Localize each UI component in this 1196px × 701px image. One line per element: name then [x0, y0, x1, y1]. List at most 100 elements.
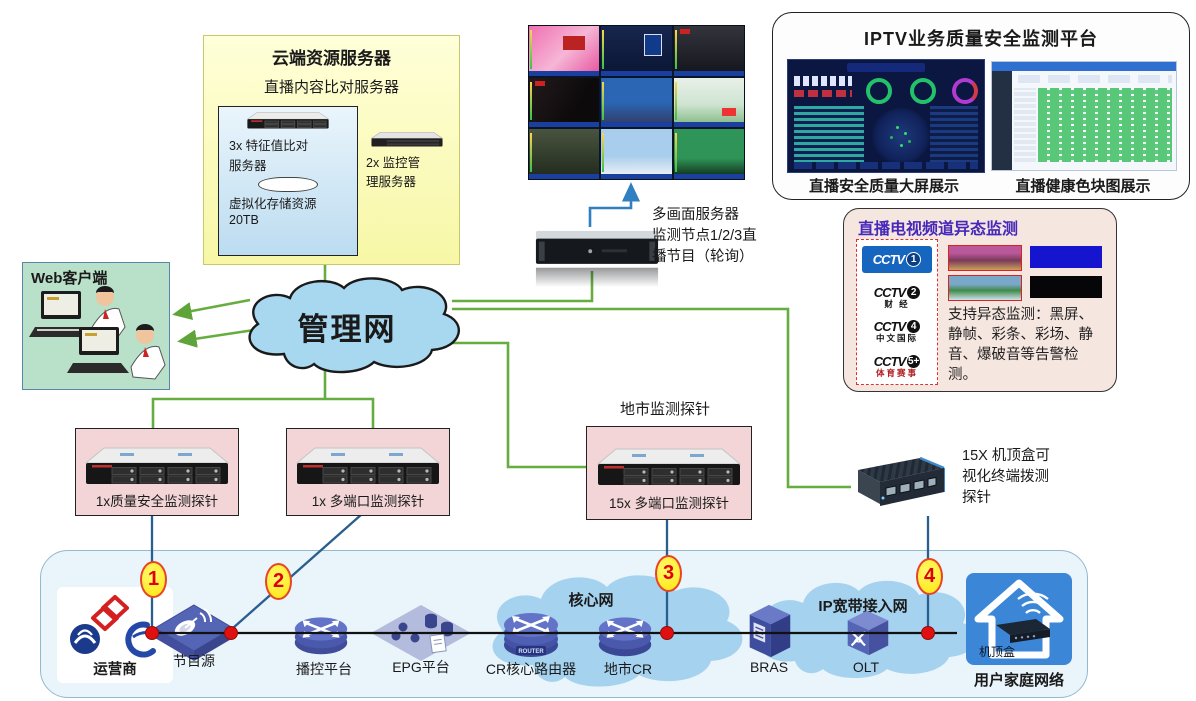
olt-icon [847, 610, 889, 656]
fanless-box-image [858, 456, 945, 506]
cloud-resource-server-box: 云端资源服务器 直播内容比对服务器 3x 特征值比对 服务器 虚拟化存储资源 2… [203, 35, 460, 265]
multiviewer-tv-wall [528, 25, 745, 180]
stb-dialtest-probe-device [850, 450, 950, 516]
bras-icon [749, 604, 791, 658]
cctv-subname: 财 经 [884, 298, 910, 309]
city-probe-label: 地市监测探针 [619, 401, 710, 418]
china-telecom-logo [125, 621, 156, 658]
2u-server-image [535, 230, 659, 288]
label-broadcast-platform: 播控平台 [296, 661, 352, 677]
tv-cell [529, 26, 600, 76]
compare-server-subtitle: 直播内容比对服务器 [263, 79, 399, 96]
health-colorblock-screenshot [991, 61, 1177, 171]
cctv-brand: CCTV [873, 354, 906, 370]
caption-line: 监测节点1/2/3直 [652, 228, 757, 244]
node-city-cr [593, 601, 657, 666]
feature-server-label-line2: 服务器 [229, 159, 267, 173]
wifi-icon [1017, 592, 1049, 614]
probe2-label: 1x 多端口监测探针 [311, 494, 425, 509]
anomaly-description: 支持异态监测：黑屏、静帧、彩条、彩场、静音、爆破音等告警检测。 [948, 307, 1093, 383]
rack-server-icon [370, 132, 444, 147]
marker-number: 4 [923, 565, 936, 587]
service-network-container: 核心网 IP宽带接入网 运营商 [40, 550, 1088, 698]
probe1-label: 1x质量安全监测探针 [95, 494, 219, 509]
sample-frame-sport1 [948, 245, 1022, 271]
probe-server-image [295, 447, 441, 484]
web-client-box: Web客户端 [22, 262, 170, 390]
kpi-ring [866, 78, 892, 104]
tv-cell [601, 129, 672, 179]
tap-marker-4: 4 [916, 558, 943, 595]
multiscreen-server-caption: 多画面服务器 监测节点1/2/3直 播节目（轮询） [652, 205, 802, 268]
caption-line: 播节目（轮询） [652, 249, 754, 265]
caption-line: 多画面服务器 [652, 207, 739, 223]
cctv-brand: CCTV [872, 252, 905, 268]
caption-colorblock: 直播健康色块图展示 [1015, 178, 1151, 195]
node-bras [741, 599, 797, 668]
tv-cell [529, 129, 600, 179]
iptv-platform-box: IPTV业务质量安全监测平台 直播安全质量大屏展示 直播健康色块图展示 [772, 12, 1190, 200]
epg-platform-icon [371, 605, 471, 661]
monitor-server-label-line2: 理服务器 [366, 175, 417, 189]
green-health-grid [1038, 88, 1172, 162]
label-city-cr: 地市CR [603, 661, 653, 677]
tv-cell [673, 77, 744, 128]
stb-probe-caption: 15X 机顶盒可 视化终端拨测 探针 [962, 446, 1092, 509]
cctv-brand: CCTV [873, 284, 906, 300]
caption-line: 探针 [962, 490, 991, 506]
core-router-icon: ROUTER [504, 613, 558, 657]
home-blue-tile [966, 573, 1072, 665]
tv-cell [601, 77, 672, 128]
caption-line: 视化终端拨测 [962, 469, 1049, 485]
storage-label-line2: 20TB [229, 213, 259, 227]
monitor-server-label-line1: 2x 监控管 [366, 156, 421, 170]
workstation-2 [67, 324, 166, 380]
cctv-subname: 中文国际 [875, 333, 918, 344]
marker-number: 3 [662, 562, 675, 584]
label-olt: OLT [852, 659, 880, 675]
router-icon [598, 617, 652, 657]
cctv-number: 4 [907, 320, 921, 334]
probe3-label: 15x 多端口监测探针 [608, 496, 730, 511]
storage-label-line1: 虚拟化存储资源 [229, 197, 317, 211]
anomaly-title: 直播电视频道异态监测 [858, 221, 1019, 238]
operator-label: 运营商 [93, 662, 137, 678]
china-unicom-logo [91, 595, 129, 631]
tap-marker-2: 2 [265, 563, 292, 600]
marker-number: 1 [147, 568, 160, 590]
probe-server-image [596, 448, 742, 485]
cctv-number: 5+ [907, 355, 921, 369]
anomaly-sample-frames [948, 245, 1104, 301]
probe-box-quality: 1x质量安全监测探针 [75, 428, 239, 516]
sample-blue-screen [1030, 246, 1102, 268]
kpi-ring [952, 78, 978, 104]
mgmt-cloud-label: 管理网 [297, 312, 397, 347]
probe-box-multiport-15x: 15x 多端口监测探针 [586, 426, 752, 520]
router-chip-text: ROUTER [518, 649, 544, 655]
feature-server-label-line1: 3x 特征值比对 [229, 139, 309, 153]
operators-at-computers-clipart [29, 286, 166, 380]
tv-cell [601, 26, 672, 76]
label-epg-platform: EPG平台 [392, 659, 450, 675]
program-source-icon [154, 604, 234, 661]
tv-cell [529, 77, 600, 128]
node-program-source [151, 601, 237, 672]
node-broadcast-platform [289, 601, 353, 664]
access-network-label: IP宽带接入网 [818, 598, 908, 615]
sample-frame-sport2 [948, 275, 1022, 301]
caption-line: 15X 机顶盒可 [962, 448, 1050, 464]
label-core-router: CR核心路由器 [485, 661, 577, 677]
map-visualization [872, 108, 930, 164]
rack-server-icon [246, 111, 330, 129]
feature-compare-cluster: 3x 特征值比对 服务器 虚拟化存储资源 20TB [218, 106, 358, 256]
cctv-number: 1 [906, 252, 922, 268]
label-bras: BRAS [749, 659, 789, 675]
kpi-ring [910, 78, 936, 104]
